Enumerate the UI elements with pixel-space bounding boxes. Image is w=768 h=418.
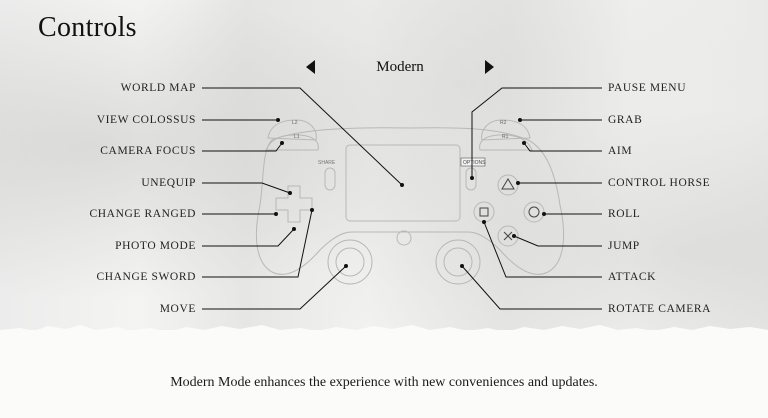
label-roll: ROLL bbox=[608, 208, 641, 220]
dot-unequip bbox=[288, 191, 292, 195]
dot-change-sword bbox=[310, 208, 314, 212]
options-label: OPTIONS bbox=[463, 160, 486, 166]
label-aim: AIM bbox=[608, 145, 633, 157]
label-rotate-camera: ROTATE CAMERA bbox=[608, 303, 712, 315]
leader-aim bbox=[523, 142, 602, 152]
label-change-sword: CHANGE SWORD bbox=[96, 271, 196, 283]
l2-label: L2 bbox=[292, 120, 298, 126]
dot-world-map bbox=[400, 183, 404, 187]
dot-aim bbox=[522, 141, 526, 145]
label-pause-menu: PAUSE MENU bbox=[608, 82, 687, 94]
leader-attack bbox=[483, 221, 602, 278]
label-view-colossus: VIEW COLOSSUS bbox=[96, 114, 196, 126]
leader-unequip bbox=[202, 182, 291, 194]
leader-change-sword bbox=[202, 209, 313, 278]
label-control-horse: CONTROL HORSE bbox=[608, 177, 711, 189]
controller bbox=[255, 119, 565, 285]
dot-pause-menu bbox=[470, 176, 474, 180]
label-world-map: WORLD MAP bbox=[120, 82, 196, 94]
dot-control-horse bbox=[516, 181, 520, 185]
label-unequip: UNEQUIP bbox=[141, 177, 196, 189]
leader-jump bbox=[513, 235, 602, 247]
dot-grab bbox=[518, 118, 522, 122]
leader-world-map bbox=[202, 87, 403, 186]
label-move: MOVE bbox=[159, 303, 196, 315]
dot-roll bbox=[542, 212, 546, 216]
label-photo-mode: PHOTO MODE bbox=[115, 240, 196, 252]
page-title: Controls bbox=[38, 12, 137, 43]
dot-change-ranged bbox=[274, 212, 278, 216]
triangle-button-icon bbox=[501, 178, 515, 190]
cross-button-icon bbox=[503, 231, 513, 241]
dot-attack bbox=[482, 220, 486, 224]
r2-label: R2 bbox=[500, 120, 507, 126]
leader-photo-mode bbox=[202, 228, 295, 247]
square-button-icon bbox=[479, 207, 489, 217]
leader-pause-menu bbox=[471, 87, 602, 178]
label-camera-focus: CAMERA FOCUS bbox=[100, 145, 196, 157]
dot-jump bbox=[512, 234, 516, 238]
mode-selector: Modern bbox=[300, 56, 500, 80]
leader-rotate-camera bbox=[461, 265, 602, 310]
circle-button-icon bbox=[528, 206, 540, 218]
footer-panel bbox=[0, 330, 768, 418]
leader-move bbox=[202, 265, 347, 310]
share-label: SHARE bbox=[318, 160, 336, 166]
triangle-right-icon[interactable] bbox=[485, 60, 494, 74]
label-jump: JUMP bbox=[608, 240, 640, 252]
l1-label: L1 bbox=[294, 134, 300, 140]
dot-camera-focus bbox=[280, 141, 284, 145]
footer-description: Modern Mode enhances the experience with… bbox=[170, 375, 598, 390]
options-button bbox=[460, 157, 486, 167]
r1-label: R1 bbox=[502, 134, 509, 140]
dot-rotate-camera bbox=[460, 264, 464, 268]
label-change-ranged: CHANGE RANGED bbox=[89, 208, 196, 220]
leader-camera-focus bbox=[202, 142, 283, 152]
dot-view-colossus bbox=[276, 118, 280, 122]
label-grab: GRAB bbox=[608, 114, 643, 126]
label-attack: ATTACK bbox=[608, 271, 657, 283]
triangle-left-icon[interactable] bbox=[306, 60, 315, 74]
dot-move bbox=[344, 264, 348, 268]
dot-photo-mode bbox=[292, 227, 296, 231]
mode-label: Modern bbox=[376, 59, 424, 75]
